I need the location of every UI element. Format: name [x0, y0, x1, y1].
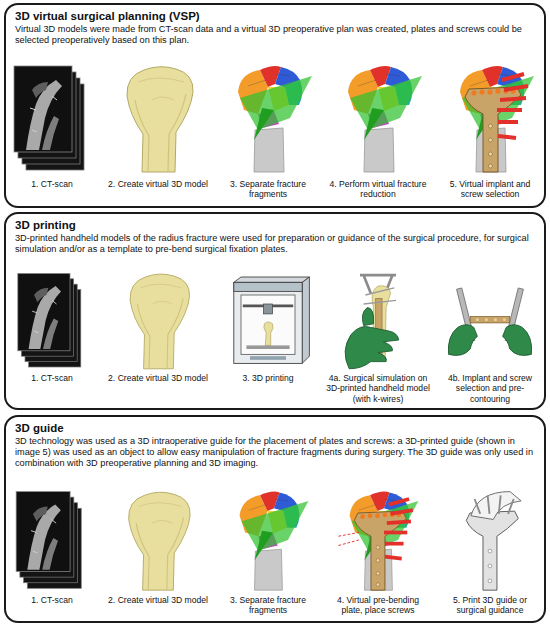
panel-title: 3D guide — [15, 421, 535, 435]
fracture-reduction — [348, 66, 422, 172]
bone-model — [130, 274, 189, 369]
ct-image — [18, 273, 81, 367]
step-item: 3. Separate fracture fragments — [213, 60, 323, 200]
panel-title: 3D printing — [15, 218, 535, 232]
ct-image — [16, 492, 81, 589]
hand-simulation — [345, 275, 399, 369]
step-caption: 2. Create virtual 3D model — [103, 179, 213, 189]
step-caption: 4b. Implant and screw selection and pre-… — [435, 373, 545, 404]
step-caption: 3. Separate fracture fragments — [213, 179, 323, 200]
fracture-fragments — [238, 66, 312, 172]
step-item: 1. CT-scan — [0, 60, 107, 189]
step-caption: 5. Virtual implant and screw selection — [435, 179, 545, 200]
step-item: 4a. Surgical simulation on 3D-printed ha… — [323, 268, 433, 404]
step-item: 3. 3D printing — [213, 268, 323, 383]
step-caption: 1. CT-scan — [0, 595, 107, 605]
step-caption: 2. Create virtual 3D model — [103, 373, 213, 383]
step-item: 4b. Implant and screw selection and pre-… — [435, 268, 545, 404]
printer-illustration — [234, 277, 310, 363]
step-item: 4. Virtual pre-bending plate, place scre… — [323, 486, 433, 616]
panel-description: 3D technology was used as a 3D intraoper… — [15, 436, 535, 469]
step-caption: 1. CT-scan — [0, 373, 107, 383]
fracture-fragments — [240, 492, 309, 591]
step-caption: 4. Virtual pre-bending plate, place scre… — [323, 595, 433, 616]
method-panel: 3D guide3D technology was used as a 3D i… — [4, 415, 546, 623]
bone-model — [127, 67, 193, 172]
step-caption: 3. Separate fracture fragments — [213, 595, 323, 616]
hands-precontouring — [448, 288, 531, 355]
step-caption: 2. Create virtual 3D model — [103, 595, 213, 605]
step-item: 1. CT-scan — [0, 486, 107, 605]
ct-image — [14, 66, 84, 170]
step-item: 2. Create virtual 3D model — [103, 268, 213, 383]
prebent-plate — [338, 492, 418, 591]
panel-description: 3D-printed handheld models of the radius… — [15, 233, 535, 255]
step-caption: 4a. Surgical simulation on 3D-printed ha… — [323, 373, 433, 404]
panel-description: Virtual 3D models were made from CT-scan… — [15, 24, 535, 46]
step-item: 5. Virtual implant and screw selection — [435, 60, 545, 200]
method-panel: 3D printing3D-printed handheld models of… — [4, 212, 546, 410]
step-caption: 4. Perform virtual fracture reduction — [323, 179, 433, 200]
implant-model — [460, 66, 534, 172]
step-item: 4. Perform virtual fracture reduction — [323, 60, 433, 200]
step-item: 2. Create virtual 3D model — [103, 486, 213, 605]
step-caption: 5. Print 3D guide or surgical guidance — [435, 595, 545, 616]
step-caption: 3. 3D printing — [213, 373, 323, 383]
surgical-guide — [466, 492, 521, 591]
method-panel: 3D virtual surgical planning (VSP)Virtua… — [4, 3, 546, 208]
bone-model — [129, 492, 190, 590]
step-item: 5. Print 3D guide or surgical guidance — [435, 486, 545, 616]
step-caption: 1. CT-scan — [0, 179, 107, 189]
step-item: 1. CT-scan — [0, 268, 107, 383]
step-item: 3. Separate fracture fragments — [213, 486, 323, 616]
step-item: 2. Create virtual 3D model — [103, 60, 213, 189]
panel-title: 3D virtual surgical planning (VSP) — [15, 9, 535, 23]
